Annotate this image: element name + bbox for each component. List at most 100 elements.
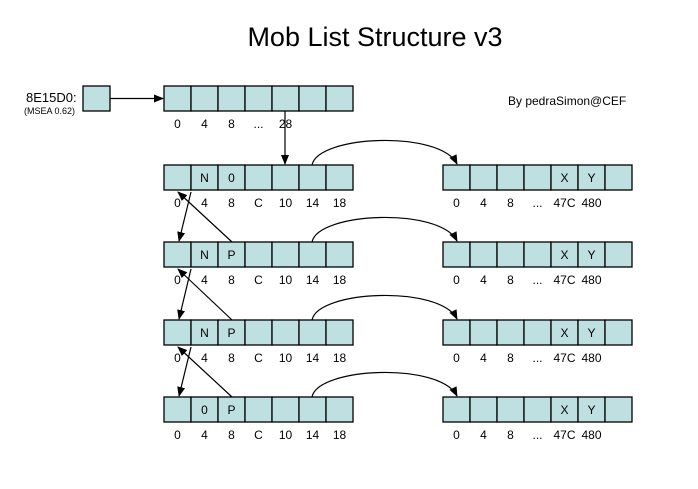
pointer-version-label: (MSEA 0.62): [24, 106, 76, 116]
array-struct-offset-label: 4: [201, 117, 208, 131]
mob-struct-2-offset-label: 47C: [553, 273, 575, 287]
array-struct-cell: [190, 85, 219, 112]
mob-struct-3-cell: [523, 319, 552, 346]
mob-struct-4-offset-label: 8: [507, 428, 514, 442]
list-node-1-cell: [325, 164, 354, 191]
mob-struct-4-cell: [604, 396, 633, 423]
mob-struct-3-offset-label: ...: [532, 351, 542, 365]
next-pointer-arrow: [177, 346, 192, 397]
array-struct-offset-label: 0: [174, 117, 181, 131]
list-node-3-offset-label: 0: [174, 351, 181, 365]
mob-struct-4-cell: [469, 396, 498, 423]
list-node-3-offset-label: 18: [333, 351, 347, 365]
list-node-3: N P 0 4 8 C 10 14 18: [163, 319, 354, 365]
mob-struct-4-cell: [442, 396, 471, 423]
mob-struct-1-cell: [577, 164, 606, 191]
list-node-2-offset-label: 8: [228, 273, 235, 287]
list-node-4-cell: [244, 396, 273, 423]
mob-struct-1-offset-label: ...: [532, 196, 542, 210]
list-node-2-cell: [244, 241, 273, 268]
mob-struct-4-cell: [496, 396, 525, 423]
mob-struct-1-offset-label: 47C: [553, 196, 575, 210]
node-to-mob-arrow: [311, 216, 458, 243]
list-node-2-offset-label: 14: [306, 273, 320, 287]
mob-struct-4-cell-label: X: [560, 403, 568, 417]
list-node-4-cell-label: 0: [201, 403, 208, 417]
mob-struct-2-cell: [496, 241, 525, 268]
mob-struct-1-cell-label: X: [560, 171, 568, 185]
list-node-1-offset-label: 18: [333, 196, 347, 210]
list-node-3-offset-label: 10: [279, 351, 293, 365]
list-node-3-cell: [217, 319, 246, 346]
mob-struct-3-cell: [577, 319, 606, 346]
node-to-mob-arrow: [311, 139, 458, 166]
mob-struct-1-cell-label: Y: [587, 171, 595, 185]
list-node-4-cell: [163, 396, 192, 423]
list-node-3-cell-label: N: [200, 326, 209, 340]
mob-struct-3-cell: [469, 319, 498, 346]
list-node-1-offset-label: 8: [228, 196, 235, 210]
list-node-2-offset-label: 18: [333, 273, 347, 287]
list-node-3-cell: [298, 319, 327, 346]
mob-struct-3-cell: [442, 319, 471, 346]
list-node-3-offset-label: C: [254, 351, 263, 365]
next-pointer-arrow: [177, 191, 192, 242]
mob-struct-4-cell: [523, 396, 552, 423]
mob-struct-4-cell-label: Y: [587, 403, 595, 417]
mob-struct-3-offset-label: 8: [507, 351, 514, 365]
list-node-1-cell: [217, 164, 246, 191]
mob-struct-4-offset-label: 480: [581, 428, 601, 442]
mob-struct-4-offset-label: 0: [453, 428, 460, 442]
list-node-1-offset-label: C: [254, 196, 263, 210]
mob-struct-2-cell-label: X: [560, 248, 568, 262]
mob-struct-3-cell: [550, 319, 579, 346]
list-node-3-cell: [271, 319, 300, 346]
list-node-4-cell: [190, 396, 219, 423]
mob-struct-2-offset-label: 480: [581, 273, 601, 287]
array-struct-cell: [244, 85, 273, 112]
list-node-4-offset-label: 0: [174, 428, 181, 442]
list-node-3-cell: [190, 319, 219, 346]
list-node-3-cell: [325, 319, 354, 346]
mob-struct-3-cell-label: Y: [587, 326, 595, 340]
diagram-title-text: Mob List Structure v3: [247, 22, 503, 52]
node-to-mob-arrow: [311, 294, 458, 321]
list-node-3-offset-label: 8: [228, 351, 235, 365]
mob-struct-3-cell-label: X: [560, 326, 568, 340]
array-struct-cell: [298, 85, 327, 112]
array-struct-cell: [163, 85, 192, 112]
list-node-4-offset-label: C: [254, 428, 263, 442]
list-node-4-cell: [298, 396, 327, 423]
mob-struct-1-offset-label: 8: [507, 196, 514, 210]
mob-struct-1-cell: [469, 164, 498, 191]
list-node-2-offset-label: C: [254, 273, 263, 287]
array-struct-cell: [325, 85, 354, 112]
list-node-3-offset-label: 14: [306, 351, 320, 365]
list-node-3-offset-label: 4: [201, 351, 208, 365]
array-struct-offset-label: ...: [253, 117, 263, 131]
list-node-1-cell: [271, 164, 300, 191]
mob-struct-4-cell: [577, 396, 606, 423]
mob-struct-4-offset-label: 4: [480, 428, 487, 442]
mob-struct-1-offset-label: 0: [453, 196, 460, 210]
list-node-1-cell: [298, 164, 327, 191]
prev-pointer-arrow: [177, 346, 233, 398]
mob-struct-4-cell: [550, 396, 579, 423]
array-struct-offset-label: 8: [228, 117, 235, 131]
mob-struct-2-cell-label: Y: [587, 248, 595, 262]
list-node-1-offset-label: 0: [174, 196, 181, 210]
list-node-3-cell: [163, 319, 192, 346]
array-struct-cell: [271, 85, 300, 112]
list-node-4-cell: [271, 396, 300, 423]
list-node-2-cell: [325, 241, 354, 268]
mob-struct-2-offset-label: 4: [480, 273, 487, 287]
list-node-2-cell: [298, 241, 327, 268]
mob-struct-3-offset-label: 480: [581, 351, 601, 365]
list-node-2-offset-label: 0: [174, 273, 181, 287]
list-node-3-cell-label: P: [227, 326, 235, 340]
